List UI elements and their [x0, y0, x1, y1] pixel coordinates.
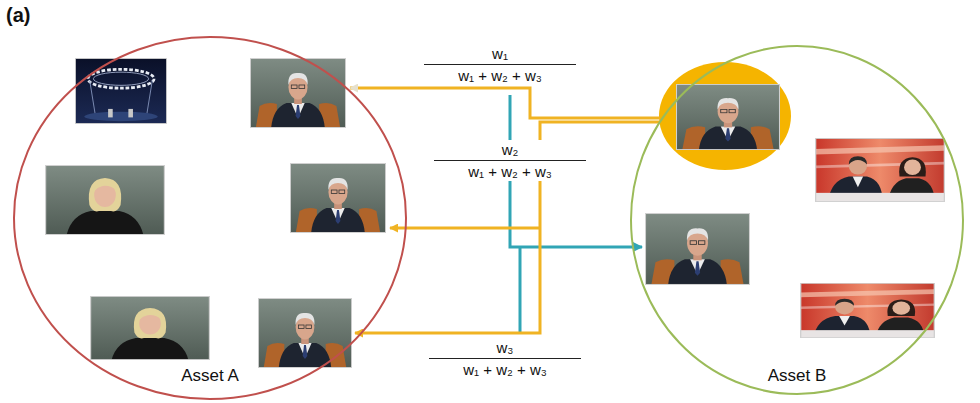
circle-outline: [630, 45, 964, 395]
circle-outline: [14, 37, 406, 399]
highlight-disc: [659, 62, 791, 170]
video-frame: [290, 163, 386, 233]
weight-numerator: w₃: [429, 339, 581, 359]
circle-outline: [631, 46, 963, 394]
asset-circle: Asset A: [13, 36, 407, 400]
video-frame: [90, 296, 210, 360]
asset-label: Asset A: [181, 366, 239, 386]
link-arrow: [355, 122, 660, 333]
weight-numerator: w₂: [434, 141, 586, 161]
link-line: [519, 247, 522, 333]
weight-fraction: w₃w₁ + w₂ + w₃: [425, 338, 585, 379]
circle-outline: [13, 36, 407, 400]
weight-numerator: w₁: [424, 45, 576, 65]
panel-label: (a): [6, 4, 30, 27]
weight-denominator: w₁ + w₂ + w₃: [424, 65, 576, 84]
weight-denominator: w₁ + w₂ + w₃: [434, 161, 586, 180]
video-frame: [258, 298, 352, 368]
video-frame: [800, 283, 935, 338]
asset-circle: Asset B: [630, 45, 964, 395]
link-arrow: [390, 227, 540, 230]
video-frame: [645, 213, 750, 285]
weight-denominator: w₁ + w₂ + w₃: [429, 359, 581, 378]
video-frame: [45, 165, 165, 235]
video-frame: [250, 58, 346, 128]
link-arrow: [350, 88, 660, 118]
video-frame: [75, 58, 167, 124]
asset-label: Asset B: [768, 366, 827, 386]
video-frame: [815, 138, 945, 202]
weight-fraction: w₂w₁ + w₂ + w₃: [430, 140, 590, 181]
weight-fraction: w₁w₁ + w₂ + w₃: [420, 44, 580, 85]
video-frame: [676, 84, 780, 150]
panel-letter: (a): [6, 4, 30, 27]
